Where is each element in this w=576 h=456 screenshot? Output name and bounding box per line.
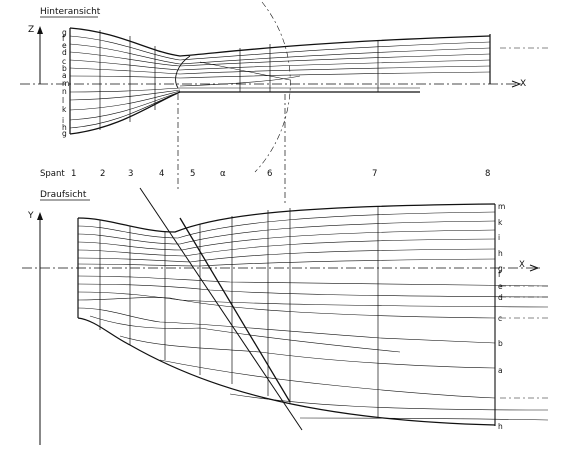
plan-right-dashes <box>500 285 548 399</box>
top-letter-label: b <box>62 64 67 73</box>
plan-letter-label: d <box>498 293 503 302</box>
plan-letter-label: a <box>498 366 503 375</box>
z-axis-arrow <box>37 26 43 34</box>
top-view-title: Hinteransicht <box>40 7 101 17</box>
spant-number-label: 6 <box>267 169 272 179</box>
top-letter-label: m <box>62 79 69 88</box>
plan-letter-label: i <box>498 233 500 242</box>
top-lower-contour <box>69 91 420 135</box>
plan-upper-waterlines <box>77 211 496 267</box>
y-axis-label: Y <box>27 211 34 221</box>
spant-number-label: 8 <box>485 169 490 179</box>
plan-letter-label: h <box>498 249 503 258</box>
spant-number-label: 3 <box>128 169 133 179</box>
top-letter-label: c <box>62 57 66 66</box>
plan-view: Spant 1 2 3 4 5 α 6 7 8 Draufsicht Y X <box>22 169 549 445</box>
spant-numbers: 1 2 3 4 5 α 6 7 8 <box>71 169 490 179</box>
spant-number-label: 4 <box>159 169 164 179</box>
top-letter-label: h <box>62 123 67 132</box>
top-upper-contour <box>69 27 491 57</box>
spant-number-label: α <box>220 169 226 179</box>
spant-number-label: 5 <box>190 169 195 179</box>
top-bow-curve <box>175 55 191 89</box>
plan-letter-label: g <box>498 264 503 273</box>
plan-letter-label: f <box>498 270 501 279</box>
top-x-axis-label: X <box>520 79 526 89</box>
propeller-arc <box>254 1 291 173</box>
z-axis-label: Z <box>28 25 34 35</box>
spant-number-label: 7 <box>372 169 377 179</box>
diagonal-line <box>139 187 303 431</box>
plan-letter-label: h <box>498 422 503 431</box>
plan-lower-lines <box>77 275 549 421</box>
top-view: Hinteransicht Z X <box>20 1 548 205</box>
plan-letter-label: e <box>498 282 503 291</box>
y-axis-arrow <box>37 212 43 220</box>
top-letter-label: d <box>62 48 67 57</box>
top-x-axis-arrow <box>511 80 522 88</box>
top-letter-label: i <box>62 116 64 125</box>
plan-lower-contour <box>77 317 496 426</box>
top-letter-label: k <box>62 105 67 114</box>
plan-upper-contour <box>77 203 496 233</box>
top-letter-label: f <box>62 34 65 43</box>
plan-view-title: Draufsicht <box>40 190 87 200</box>
diagonal-line-heavy <box>179 217 291 403</box>
spant-number-label: 2 <box>100 169 105 179</box>
top-letter-label: g <box>62 129 67 138</box>
plan-x-axis-label: X <box>519 260 525 270</box>
plan-stations <box>99 206 379 418</box>
plan-letter-label: m <box>498 202 505 211</box>
plan-letter-label: c <box>498 314 502 323</box>
top-letter-label: n <box>62 87 67 96</box>
top-letter-label: g <box>62 28 67 37</box>
plan-letter-label: b <box>498 339 503 348</box>
top-stations <box>99 30 379 130</box>
plan-x-axis-arrow <box>529 264 540 272</box>
spant-number-label: 1 <box>71 169 76 179</box>
spant-label: Spant <box>40 169 65 179</box>
top-letter-label: a <box>62 71 67 80</box>
top-waterlines <box>69 35 491 129</box>
plan-letter-label: k <box>498 218 503 227</box>
top-letter-label: e <box>62 41 67 50</box>
top-letter-label: l <box>62 96 64 105</box>
